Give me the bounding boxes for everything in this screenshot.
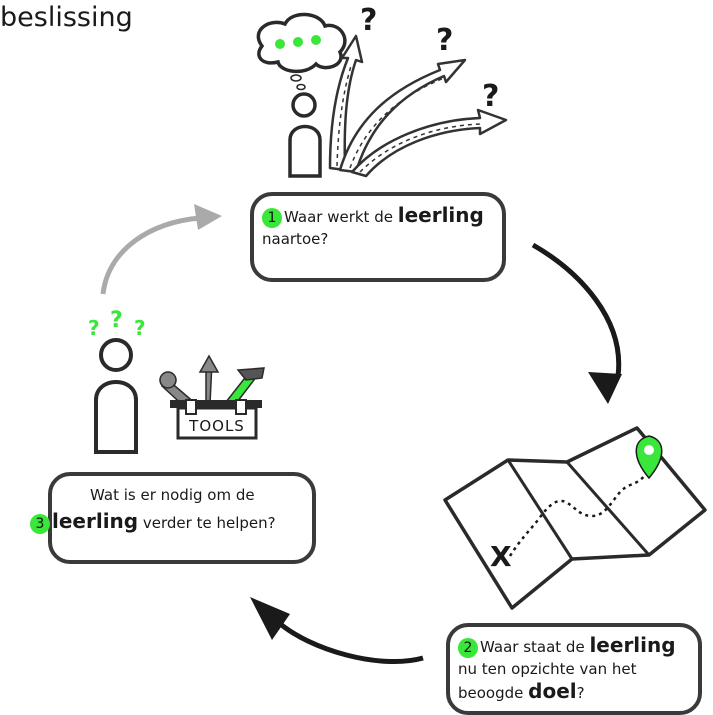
toolbox-icon [159,354,265,440]
question-mark-3-icon: ? [482,79,499,114]
step-2-keyword: leerling [589,633,676,657]
tools-label: TOOLS [188,417,245,435]
question-mark-1-icon: ? [360,3,377,38]
question-mark-small-3-icon: ? [134,316,146,340]
cycle-arrow-right [531,242,622,377]
cycle-arrow-bottom [276,620,424,664]
confused-person-icon [94,338,138,454]
cycle-arrowhead-right [588,372,622,404]
map-icon [443,426,707,610]
step-2-goal-keyword: doel [528,679,577,703]
cycle-arrowhead-bottom [250,597,290,640]
step-2-box [446,623,702,715]
step-1-keyword: leerling [397,203,484,227]
diverging-roads-icon [328,34,508,178]
step-3-keyword: leerling [52,509,139,533]
map-start-icon: X [490,540,512,573]
step-2-number-badge: 2 [458,637,478,658]
step-3-number-badge: 3 [30,513,50,534]
question-mark-2-icon: ? [436,23,453,58]
question-mark-small-2-icon: ? [110,308,123,333]
question-mark-small-1-icon: ? [88,316,100,340]
step-3-box [48,472,316,564]
cycle-arrowhead-grey [194,204,222,230]
cycle-arrow-grey [100,215,201,295]
step-1-box [250,192,506,282]
thinking-person-icon [256,12,347,178]
step-1-number-badge: 1 [262,207,282,228]
diagram-title: beslissing [0,2,133,33]
